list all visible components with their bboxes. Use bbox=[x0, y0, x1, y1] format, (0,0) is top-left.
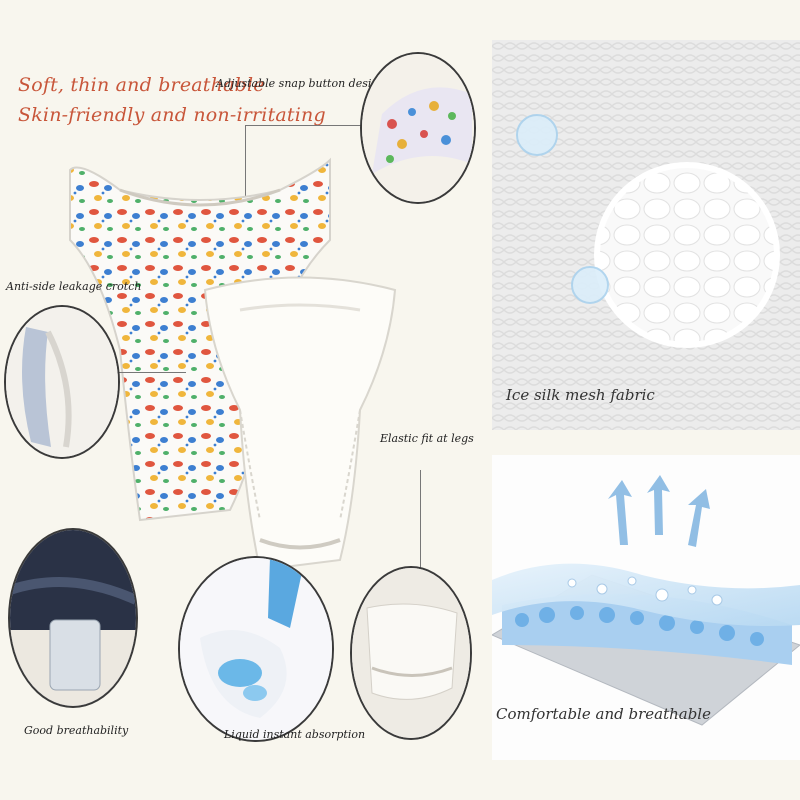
leader-line bbox=[245, 125, 365, 126]
callout-elastic-legs: Elastic fit at legs bbox=[380, 432, 474, 445]
callout-absorption: Liquid instant absorption bbox=[224, 728, 366, 741]
anti-leakage-closeup bbox=[4, 305, 120, 459]
callout-breathability: Good breathability bbox=[24, 724, 129, 737]
leader-line bbox=[116, 372, 186, 373]
leader-line bbox=[245, 125, 246, 205]
headline-line-1: Soft, thin and breathable bbox=[18, 74, 265, 96]
absorption-closeup bbox=[178, 556, 334, 742]
callout-anti-leakage: Anti-side leakage crotch bbox=[6, 280, 142, 293]
comfort-panel: Comfortable and breathable bbox=[492, 455, 800, 760]
breathability-closeup bbox=[8, 528, 138, 708]
white-inner-diaper bbox=[203, 276, 397, 572]
leader-line bbox=[420, 470, 421, 580]
elastic-legs-closeup bbox=[350, 566, 472, 740]
mesh-fabric-label: Ice silk mesh fabric bbox=[506, 386, 655, 404]
snap-button-closeup bbox=[360, 52, 476, 204]
callout-snap-button: Adjustable snap button design bbox=[216, 77, 386, 90]
headline-line-2: Skin-friendly and non-irritating bbox=[18, 104, 326, 126]
comfort-label: Comfortable and breathable bbox=[496, 705, 711, 723]
mesh-fabric-panel: Ice silk mesh fabric bbox=[492, 40, 800, 430]
